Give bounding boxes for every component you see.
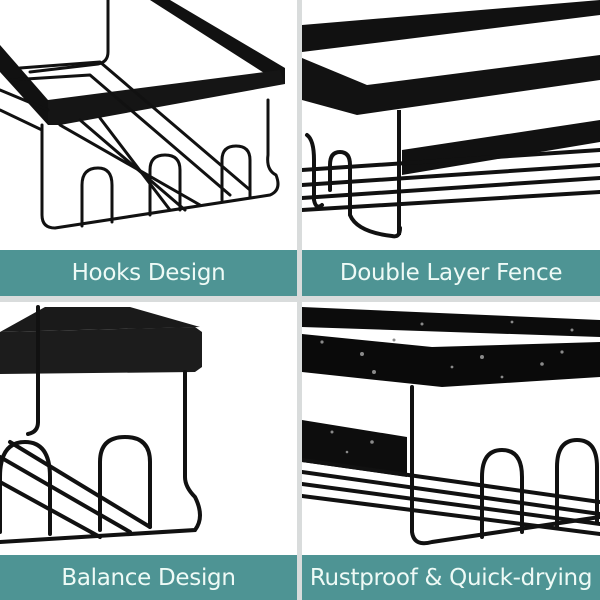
shower-caddy-hooks-illustration [0,0,285,230]
caption-balance-design: Balance Design [0,555,297,600]
caption-hooks-design: Hooks Design [0,250,297,296]
product-image-balance [0,302,297,555]
product-image-hooks [0,0,297,250]
shower-caddy-fence-illustration [302,0,600,239]
shower-caddy-rustproof-illustration [302,307,600,546]
shower-caddy-balance-illustration [0,305,202,544]
product-image-rustproof [302,302,600,555]
feature-panel-hooks-design: Hooks Design [0,0,297,296]
product-image-double-layer [302,0,600,250]
feature-panel-balance-design: Balance Design [0,302,297,600]
caption-rustproof-quick-drying: Rustproof & Quick-drying [302,555,600,600]
feature-panel-rustproof: Rustproof & Quick-drying [302,302,600,600]
caption-double-layer-fence: Double Layer Fence [302,250,600,296]
feature-panel-double-layer-fence: Double Layer Fence [302,0,600,296]
